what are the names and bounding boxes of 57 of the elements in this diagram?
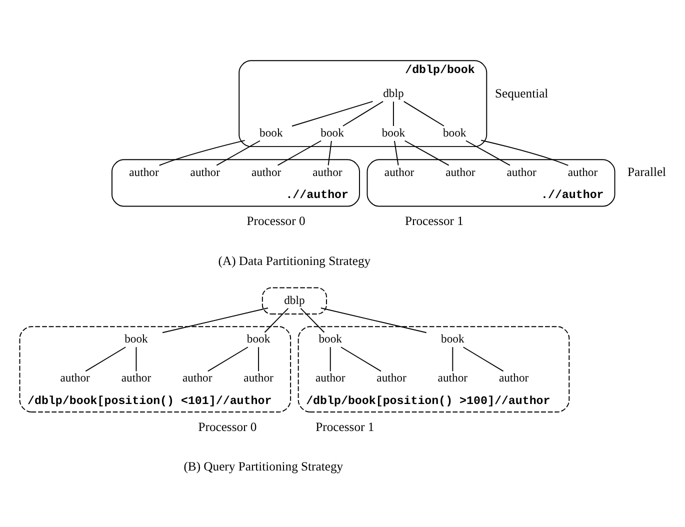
node-text: book [260,126,283,139]
node-text: author [446,165,476,178]
node-text: author [506,165,536,178]
node-text: author [121,371,152,384]
node-text: author [182,371,212,384]
connector [136,346,137,372]
connector [392,100,394,126]
connector [328,140,332,166]
label: (A) Data Partitioning Strategy [218,253,371,268]
node-text: author [129,165,159,178]
connector [480,139,569,166]
connector [462,346,504,372]
connector [158,139,246,166]
node-text: author [316,371,346,384]
label: Parallel [628,164,666,179]
node-text: dblp [284,293,305,306]
node-text: book [320,126,344,139]
node-text: author [498,371,529,384]
connector [85,346,126,372]
connector [342,100,384,126]
connector [340,346,382,372]
connector [162,307,268,333]
connector [264,307,289,332]
node-text: author [376,371,406,384]
node-text: book [382,126,406,139]
label: (B) Query Partitioning Strategy [184,459,344,474]
node-text: author [568,165,598,178]
connector [300,307,325,332]
node-text: dblp [383,86,404,100]
node-label: Processor 1 [404,214,464,228]
node-text: book [318,332,342,346]
node-label: Processor 0 [198,419,257,434]
node-label: Processor 0 [246,214,306,228]
node-text: author [384,165,414,178]
node-text: author [190,165,220,178]
node-text: book [442,126,466,139]
cluster [262,286,327,314]
connector [330,346,331,372]
connector [465,140,510,166]
node-text: author [244,371,274,384]
connector [207,346,248,372]
node-text: book [124,332,148,346]
connector [292,100,374,126]
connector [258,346,260,372]
node-text: author [251,165,282,178]
node-text: book [441,332,464,346]
node-text: book [246,332,270,346]
node-text: author [60,371,90,384]
connector [320,307,427,333]
node-text: author [312,165,342,178]
connector [394,140,399,166]
connector [452,346,454,372]
connector [403,100,444,126]
node-text: author [438,371,468,384]
node-label: Processor 1 [316,419,374,434]
node-label: Sequential [494,86,548,100]
connector [216,140,260,166]
